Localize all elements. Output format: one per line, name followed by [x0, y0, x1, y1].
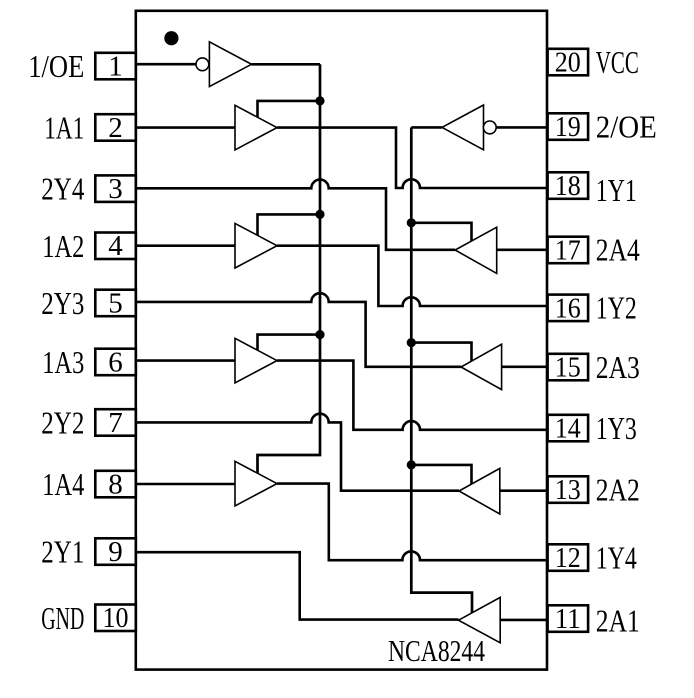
svg-text:15: 15 [555, 352, 581, 384]
svg-text:2A4: 2A4 [596, 232, 640, 268]
svg-text:19: 19 [555, 111, 581, 143]
svg-text:14: 14 [555, 413, 581, 445]
svg-text:1Y1: 1Y1 [596, 172, 637, 208]
svg-text:1A2: 1A2 [42, 228, 84, 264]
svg-text:2/OE: 2/OE [596, 109, 657, 145]
svg-text:10: 10 [103, 602, 129, 634]
svg-text:1Y3: 1Y3 [596, 410, 637, 446]
svg-text:9: 9 [108, 536, 123, 568]
svg-text:1A3: 1A3 [42, 344, 84, 380]
svg-text:6: 6 [108, 346, 123, 378]
svg-text:17: 17 [555, 234, 581, 266]
svg-text:1Y2: 1Y2 [596, 290, 637, 326]
svg-text:4: 4 [108, 230, 123, 262]
svg-text:1A4: 1A4 [42, 466, 84, 502]
svg-text:7: 7 [108, 407, 123, 439]
svg-text:2A3: 2A3 [596, 349, 640, 385]
svg-text:1: 1 [108, 51, 123, 83]
svg-text:2Y3: 2Y3 [41, 285, 84, 321]
svg-text:11: 11 [555, 603, 581, 635]
svg-text:16: 16 [555, 292, 581, 324]
svg-text:5: 5 [108, 287, 123, 319]
svg-text:1/OE: 1/OE [28, 48, 84, 84]
svg-text:12: 12 [555, 542, 581, 574]
svg-text:2Y1: 2Y1 [41, 534, 84, 570]
svg-text:3: 3 [108, 173, 123, 205]
svg-text:20: 20 [555, 47, 581, 79]
svg-text:2: 2 [108, 112, 123, 144]
svg-text:2Y4: 2Y4 [41, 171, 84, 207]
svg-text:2A1: 2A1 [596, 603, 640, 639]
svg-text:GND: GND [41, 600, 84, 636]
svg-text:NCA8244: NCA8244 [388, 633, 485, 668]
svg-text:8: 8 [108, 469, 123, 501]
svg-text:13: 13 [555, 474, 581, 506]
svg-text:18: 18 [555, 170, 581, 202]
svg-text:2A2: 2A2 [596, 471, 640, 507]
svg-text:1Y4: 1Y4 [596, 539, 637, 575]
svg-text:1A1: 1A1 [44, 110, 84, 146]
svg-text:2Y2: 2Y2 [41, 405, 84, 441]
svg-text:VCC: VCC [596, 44, 639, 80]
